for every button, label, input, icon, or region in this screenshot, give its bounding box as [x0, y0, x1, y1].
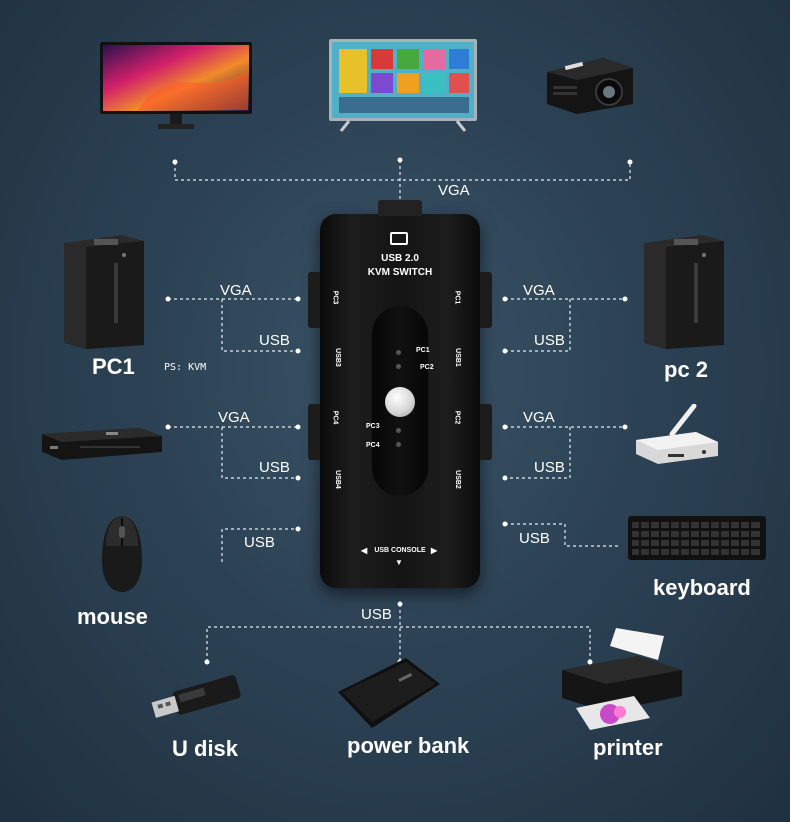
indicator-pc1: PC1 — [416, 347, 430, 354]
wire-mouse — [221, 528, 298, 562]
wire-dvr-usb — [221, 427, 298, 479]
indicator-pc3: PC3 — [366, 423, 380, 430]
router-box-icon — [636, 404, 718, 464]
port-label-usb4: USB4 — [333, 470, 341, 489]
pc4-vga-port — [308, 404, 320, 460]
port-label-usb2: USB2 — [453, 470, 461, 489]
label-usb-pc1: USB — [259, 332, 290, 349]
wire-top-bus — [174, 162, 631, 181]
pc1-tower-icon — [64, 235, 144, 349]
kvm-title-line1: USB 2.0 — [381, 253, 419, 264]
device-label-keyboard: keyboard — [653, 575, 751, 600]
device-label-pc2: pc 2 — [664, 357, 709, 382]
console-vga-port — [378, 200, 422, 216]
port-label-usb3: USB3 — [333, 348, 341, 367]
label-usb-keyboard: USB — [519, 530, 550, 547]
usb-disk-icon — [151, 675, 241, 718]
led-pc2 — [396, 364, 401, 369]
port-label-pc2: PC2 — [453, 410, 461, 425]
keyboard-icon — [628, 516, 766, 560]
label-vga-right2: VGA — [523, 409, 555, 426]
projector-icon — [547, 58, 633, 114]
led-pc1 — [396, 350, 401, 355]
label-usb-right2: USB — [534, 459, 565, 476]
label-usb-pc2: USB — [534, 332, 565, 349]
led-pc4 — [396, 442, 401, 447]
pc2-vga-port — [480, 404, 492, 460]
wire-keyboard — [505, 523, 618, 547]
switch-select-button[interactable] — [385, 387, 415, 417]
indicator-pc2: PC2 — [420, 364, 434, 371]
device-label-mouse: mouse — [77, 604, 148, 629]
power-bank-icon — [338, 658, 440, 728]
port-label-pc1: PC1 — [453, 290, 461, 305]
pc1-vga-port — [480, 272, 492, 328]
console-label: USB CONSOLE — [374, 547, 426, 554]
label-vga-top: VGA — [438, 182, 470, 199]
pc2-tower-icon — [644, 235, 724, 349]
monitor-icon — [100, 42, 252, 129]
device-label-power-bank: power bank — [347, 733, 470, 758]
port-label-usb1: USB1 — [453, 348, 461, 367]
note-text: PS: KVM — [164, 362, 207, 373]
device-label-u-disk: U disk — [172, 736, 239, 761]
arrow-left-icon: ◀ — [361, 546, 368, 555]
arrow-down-icon: ▼ — [395, 558, 403, 567]
label-vga-pc2: VGA — [523, 282, 555, 299]
mouse-icon — [102, 516, 142, 592]
wire-box-usb — [505, 427, 571, 479]
led-pc3 — [396, 428, 401, 433]
label-vga-left2: VGA — [218, 409, 250, 426]
label-vga-pc1: VGA — [220, 282, 252, 299]
label-usb-left2: USB — [259, 459, 290, 476]
device-label-pc1: PC1 — [92, 354, 135, 379]
smart-tv-icon — [329, 39, 477, 132]
monitor-glyph-icon — [390, 232, 408, 245]
port-label-pc3: PC3 — [331, 290, 339, 305]
label-usb-bottom: USB — [361, 606, 392, 623]
wire-pc1-usb — [221, 299, 298, 352]
kvm-switch-device: USB 2.0 KVM SWITCH PC3 USB3 PC4 USB4 PC1… — [308, 200, 492, 588]
device-label-printer: printer — [593, 735, 663, 760]
pc3-vga-port — [308, 272, 320, 328]
dvr-recorder-icon — [42, 428, 162, 460]
port-label-pc4: PC4 — [331, 410, 339, 425]
printer-icon — [562, 628, 682, 730]
indicator-pc4: PC4 — [366, 442, 380, 449]
label-usb-mouse: USB — [244, 534, 275, 551]
arrow-right-icon: ▶ — [431, 546, 438, 555]
kvm-title-line2: KVM SWITCH — [367, 267, 433, 278]
